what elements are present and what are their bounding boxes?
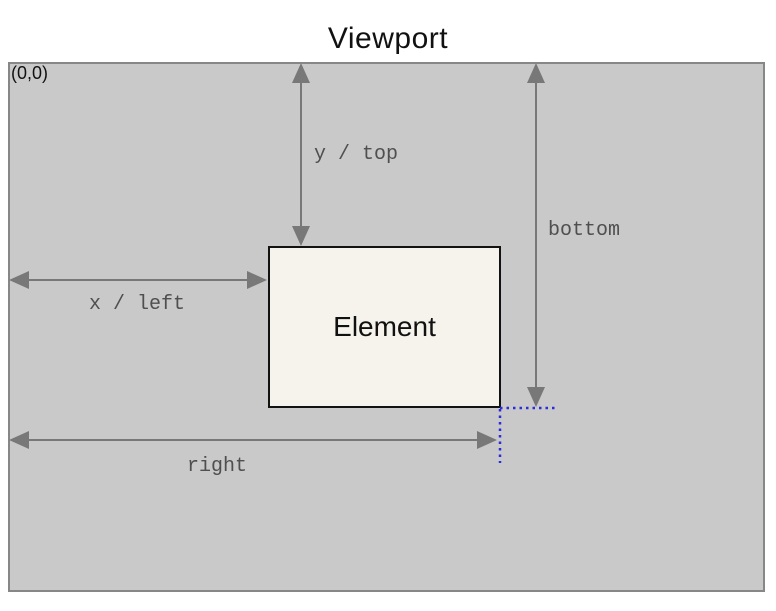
diagram-title: Viewport xyxy=(327,22,449,55)
measure-label-right: right xyxy=(186,455,248,478)
origin-coordinates-label: (0,0) xyxy=(11,63,49,83)
element-label: Element xyxy=(333,311,436,342)
measure-label-x-left: x / left xyxy=(88,293,186,316)
measure-label-y-top: y / top xyxy=(314,143,399,166)
measure-label-bottom: bottom xyxy=(548,219,621,242)
element-box: Element xyxy=(268,246,501,408)
